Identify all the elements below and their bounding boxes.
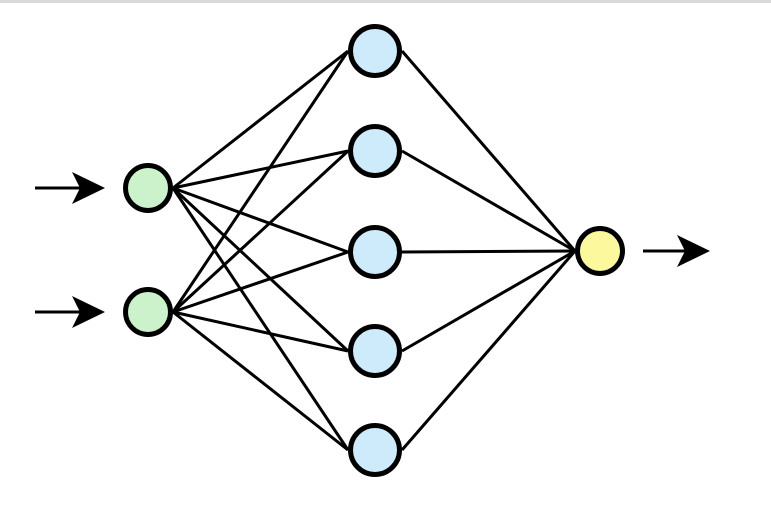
edge-i2-h3	[172, 250, 349, 314]
edge-i1-h1	[172, 49, 349, 190]
edge-h3-o1	[401, 249, 576, 254]
output-node-o1	[575, 226, 625, 276]
edge-h5-o1	[400, 250, 577, 451]
nodes-group	[123, 24, 625, 477]
edge-i1-h5	[171, 187, 350, 451]
edge-i1-h3	[172, 186, 349, 254]
hidden-node-h3	[348, 225, 402, 279]
arrows-group	[35, 172, 710, 328]
hidden-node-h5	[348, 423, 402, 477]
edge-i1-h4	[171, 186, 350, 353]
edge-i1-h2	[172, 149, 349, 190]
edges-group	[171, 49, 577, 452]
edge-i2-h4	[172, 310, 349, 353]
input-arrow-1-head-icon	[72, 172, 105, 204]
hidden-node-h4	[348, 324, 402, 378]
edge-h1-o1	[400, 50, 577, 252]
edge-h2-o1	[401, 149, 576, 253]
hidden-node-h1	[348, 24, 402, 78]
hidden-node-h2	[348, 124, 402, 178]
edge-i2-h5	[172, 310, 349, 452]
edge-h4-o1	[401, 249, 576, 353]
input-node-i1	[123, 163, 173, 213]
top-border-line	[0, 0, 771, 3]
edge-i2-h2	[171, 149, 350, 314]
input-arrow-2-head-icon	[72, 296, 105, 328]
edge-i2-h1	[171, 50, 350, 313]
input-node-i2	[123, 287, 173, 337]
output-arrow-head-icon	[677, 235, 710, 267]
